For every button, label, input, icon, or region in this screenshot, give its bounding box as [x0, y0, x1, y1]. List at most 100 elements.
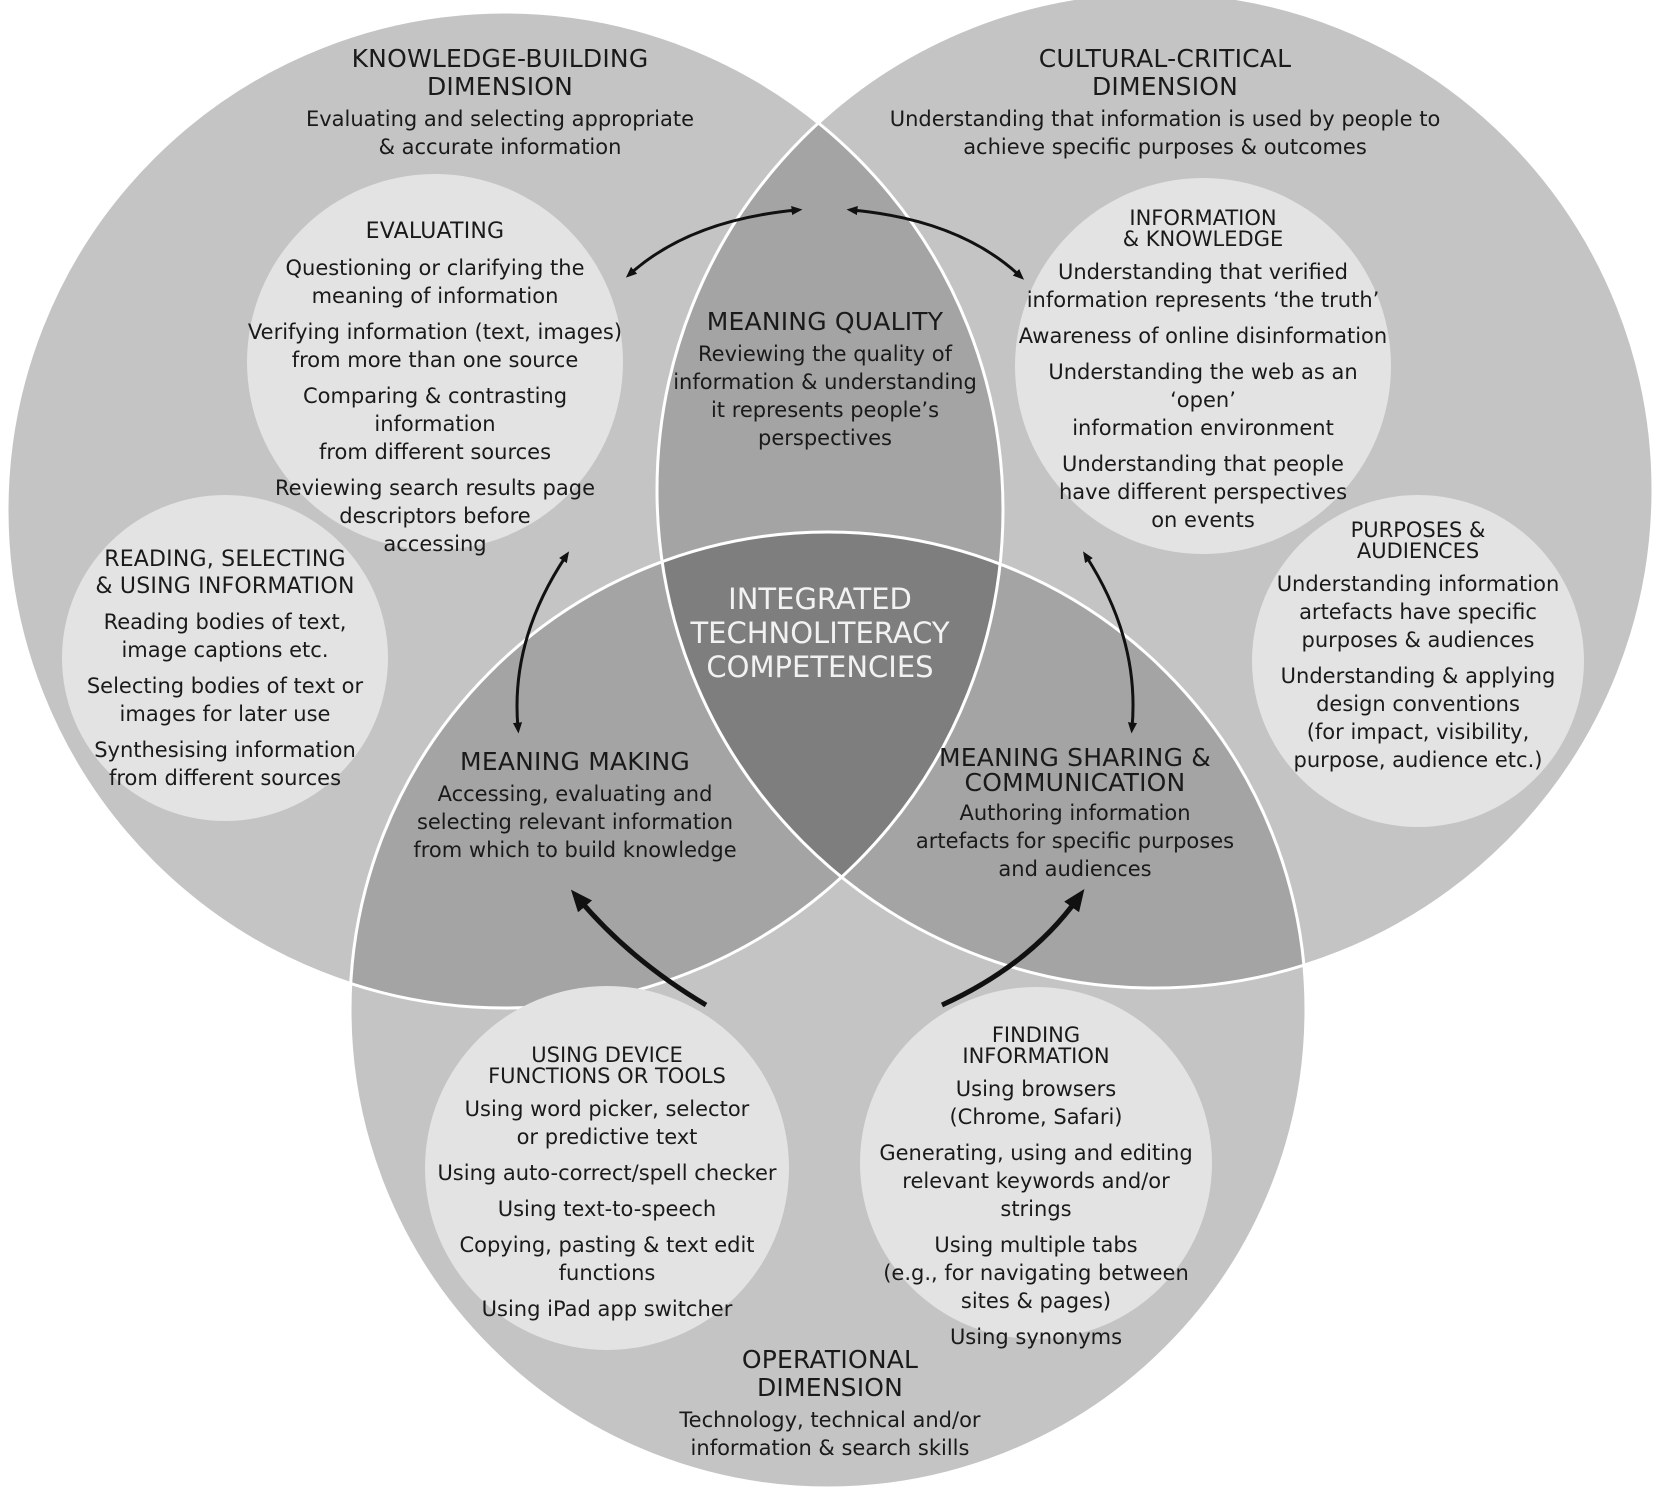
- text-line: KNOWLEDGE-BUILDING: [351, 44, 649, 73]
- evaluating-title: EVALUATING: [245, 218, 625, 246]
- list-item-line: Understanding that people: [1062, 452, 1344, 476]
- reading-items: Reading bodies of text,image captions et…: [72, 608, 378, 792]
- list-item-line: (Chrome, Safari): [949, 1105, 1123, 1129]
- text-line: artefacts for specific purposes: [915, 829, 1235, 853]
- evaluating-circle: [247, 174, 623, 550]
- list-item-line: Questioning or clarifying the: [285, 256, 585, 280]
- text-line: MEANING MAKING: [460, 747, 690, 776]
- list-item-line: Copying, pasting & text edit: [459, 1233, 755, 1257]
- text-line: TECHNOLITERACY: [690, 616, 950, 650]
- meaning-sharing-title: MEANING SHARING &COMMUNICATION: [910, 745, 1240, 795]
- reading-content: READING, SELECTING& USING INFORMATION Re…: [72, 546, 378, 792]
- text-line: EVALUATING: [365, 219, 505, 244]
- text-line: Technology, technical and/or: [679, 1408, 981, 1432]
- list-item-line: Synthesising information: [94, 738, 356, 762]
- knowledge-building-outline: [5, 10, 1005, 1010]
- text-line: AUDIENCES: [1356, 539, 1480, 563]
- meaning-sharing-label: MEANING SHARING &COMMUNICATION Authoring…: [910, 745, 1240, 883]
- text-line: DIMENSION: [756, 1373, 904, 1402]
- cultural-dimension-desc: Understanding that information is used b…: [860, 105, 1470, 161]
- device-items: Using word picker, selector or predictive…: [432, 1095, 782, 1323]
- purposes-content: PURPOSES &AUDIENCES Understanding inform…: [1262, 520, 1574, 774]
- list-item-line: or predictive text: [516, 1125, 698, 1149]
- meaning-quality-title: MEANING QUALITY: [660, 308, 990, 336]
- overlap-cc-op: [657, 532, 1306, 988]
- list-item-line: Using text-to-speech: [497, 1197, 717, 1221]
- text-line: & USING INFORMATION: [95, 574, 355, 599]
- list-item: Awareness of online disinformation: [1015, 322, 1391, 350]
- list-item: Synthesising information from different s…: [72, 736, 378, 792]
- list-item-line: relevant keywords and/or strings: [902, 1169, 1170, 1221]
- list-item-line: Using iPad app switcher: [481, 1297, 733, 1321]
- reading-title: READING, SELECTING& USING INFORMATION: [72, 546, 378, 600]
- text-line: information & understanding: [673, 370, 977, 394]
- list-item-line: sites & pages): [960, 1289, 1112, 1313]
- text-line: COMPETENCIES: [706, 650, 934, 684]
- list-item-line: design conventions: [1316, 692, 1520, 716]
- operational-outline: [348, 530, 1308, 1490]
- meaning-quality-desc: Reviewing the quality of information & un…: [660, 340, 990, 452]
- text-line: INFORMATION: [1129, 206, 1277, 230]
- list-item-line: from different sources: [318, 440, 552, 464]
- arrow-quality-info: [846, 205, 1025, 280]
- finding-items: Using browsers(Chrome, Safari)Generating…: [866, 1075, 1206, 1351]
- list-item-line: artefacts have specific: [1299, 600, 1537, 624]
- text-line: CULTURAL-CRITICAL: [1038, 44, 1292, 73]
- device-circle: [425, 986, 789, 1350]
- meaning-making-label: MEANING MAKING Accessing, evaluating and…: [400, 748, 750, 864]
- list-item: Using iPad app switcher: [432, 1295, 782, 1323]
- list-item-line: Using synonyms: [949, 1325, 1123, 1349]
- list-item: Selecting bodies of text or images for la…: [72, 672, 378, 728]
- list-item-line: image captions etc.: [121, 638, 329, 662]
- list-item-line: purposes & audiences: [1301, 628, 1535, 652]
- text-line: achieve specific purposes & outcomes: [963, 135, 1367, 159]
- info-knowledge-circle: [1015, 178, 1391, 554]
- text-line: DIMENSION: [1091, 72, 1239, 101]
- text-line: MEANING SHARING &: [939, 743, 1211, 772]
- text-line: USING DEVICE: [531, 1043, 683, 1067]
- list-item-line: on events: [1151, 508, 1255, 532]
- list-item-line: from different sources: [108, 766, 342, 790]
- text-line: & accurate information: [378, 135, 622, 159]
- list-item: Reading bodies of text,image captions et…: [72, 608, 378, 664]
- list-item: Verifying information (text, images) from…: [245, 318, 625, 374]
- list-item: Using word picker, selector or predictive…: [432, 1095, 782, 1151]
- cultural-critical-outline: [655, 0, 1654, 990]
- info-knowledge-content: INFORMATION& KNOWLEDGE Understanding tha…: [1015, 208, 1391, 534]
- arrow-finding-sharing: [940, 889, 1085, 1008]
- text-line: MEANING QUALITY: [706, 307, 944, 336]
- list-item-line: Using word picker, selector: [464, 1097, 750, 1121]
- list-item-line: from more than one source: [291, 348, 579, 372]
- text-line: Accessing, evaluating and: [437, 782, 713, 806]
- list-item-line: images for later use: [119, 702, 331, 726]
- list-item-line: Selecting bodies of text or: [86, 674, 364, 698]
- text-line: Reviewing the quality of: [698, 342, 952, 366]
- text-line: Evaluating and selecting appropriate: [305, 107, 695, 131]
- list-item-line: Reviewing search results page: [275, 476, 595, 500]
- list-item-line: Using auto-correct/spell checker: [437, 1161, 777, 1185]
- text-line: perspectives: [758, 426, 892, 450]
- text-line: FINDING: [991, 1023, 1081, 1047]
- text-line: & KNOWLEDGE: [1122, 227, 1284, 251]
- meaning-quality-label: MEANING QUALITY Reviewing the quality of…: [660, 308, 990, 452]
- list-item-line: Using multiple tabs: [934, 1233, 1138, 1257]
- list-item-line: Verifying information (text, images): [247, 320, 623, 344]
- text-line: READING, SELECTING: [104, 547, 346, 572]
